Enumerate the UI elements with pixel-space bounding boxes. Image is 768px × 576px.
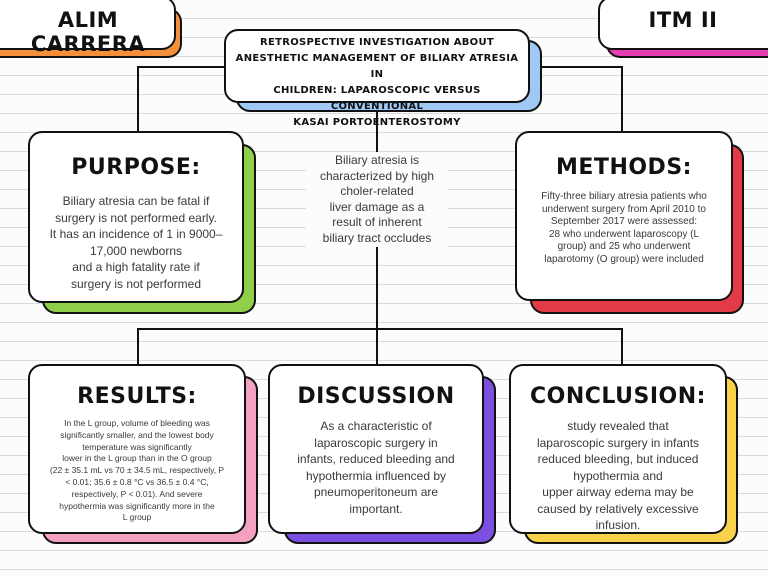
course-tag: ITM II	[598, 0, 768, 50]
methods-text: Fifty-three biliary atresia patients who…	[541, 191, 707, 265]
title-card: RETROSPECTIVE INVESTIGATION ABOUT ANESTH…	[224, 29, 530, 128]
discussion-card: DISCUSSION As a characteristic of laparo…	[268, 364, 484, 534]
results-text: In the L group, volume of bleeding was s…	[49, 418, 225, 523]
purpose-heading: PURPOSE:	[71, 155, 201, 180]
connector-bottom-horizontal	[137, 328, 623, 330]
connector-top-right-drop	[621, 66, 623, 134]
author-tag: ALIM CARRERA	[0, 0, 176, 56]
conclusion-text: study revealed that laparoscopic surgery…	[536, 419, 700, 532]
discussion-text: As a characteristic of laparoscopic surg…	[297, 419, 455, 516]
poster-title: RETROSPECTIVE INVESTIGATION ABOUT ANESTH…	[235, 37, 519, 128]
center-note: Biliary atresia is characterized by high…	[306, 152, 448, 247]
connector-top-left-drop	[137, 66, 139, 134]
purpose-card: PURPOSE: Biliary atresia can be fatal if…	[28, 131, 244, 303]
results-card: RESULTS: In the L group, volume of bleed…	[28, 364, 246, 534]
discussion-heading: DISCUSSION	[297, 384, 455, 409]
conclusion-heading: CONCLUSION:	[530, 384, 706, 409]
course-name: ITM II	[648, 8, 718, 32]
methods-card: METHODS: Fifty-three biliary atresia pat…	[515, 131, 733, 301]
results-heading: RESULTS:	[77, 384, 197, 409]
author-name: ALIM CARRERA	[30, 8, 146, 56]
connector-bottom-left-drop	[137, 328, 139, 366]
conclusion-card: CONCLUSION: study revealed that laparosc…	[509, 364, 727, 534]
methods-heading: METHODS:	[556, 155, 692, 180]
purpose-text: Biliary atresia can be fatal if surgery …	[49, 194, 223, 291]
connector-bottom-right-drop	[621, 328, 623, 366]
